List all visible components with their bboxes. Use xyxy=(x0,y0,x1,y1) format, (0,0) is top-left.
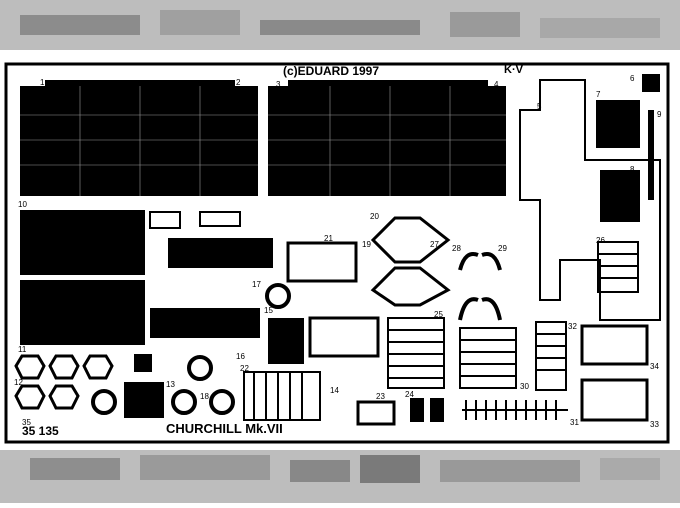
subject-title: CHURCHILL Mk.VII xyxy=(166,421,283,436)
part-number: 5 xyxy=(537,102,542,111)
part-strip-b xyxy=(150,308,260,338)
variant-label: K·V xyxy=(504,64,523,76)
part-number: 26 xyxy=(596,236,605,245)
part-17 xyxy=(199,211,241,227)
panel-3-4 xyxy=(268,80,506,196)
part-small-block xyxy=(134,354,152,372)
part-34 xyxy=(580,324,649,366)
part-number: 2 xyxy=(236,78,241,87)
blurred-bottom-strip xyxy=(0,450,680,503)
part-24a xyxy=(410,398,424,422)
part-strip-a xyxy=(168,238,273,268)
part-23 xyxy=(356,400,396,426)
part-27 xyxy=(370,216,451,307)
part-number: 18 xyxy=(200,392,209,401)
part-number: 7 xyxy=(596,90,601,99)
part-number: 28 xyxy=(452,244,461,253)
part-11 xyxy=(20,280,145,345)
blurred-top-strip xyxy=(0,0,680,50)
part-number: 9 xyxy=(657,110,662,119)
part-28-29 xyxy=(458,252,502,321)
part-number: 23 xyxy=(376,392,385,401)
part-8 xyxy=(600,170,640,222)
part-26-rack xyxy=(597,241,639,293)
part-number: 13 xyxy=(166,380,175,389)
part-number: 27 xyxy=(430,240,439,249)
part-number: 17 xyxy=(252,280,261,289)
part-21b xyxy=(308,316,380,358)
part-number: 35 xyxy=(22,418,31,427)
part-number: 31 xyxy=(570,418,579,427)
part-number: 29 xyxy=(498,244,507,253)
part-number: 8 xyxy=(630,165,635,174)
part-number: 21 xyxy=(324,234,333,243)
panel-1-2 xyxy=(20,80,258,196)
part-13 xyxy=(149,211,181,229)
part-24b xyxy=(430,398,444,422)
part-grid-block xyxy=(124,382,164,418)
part-21a xyxy=(286,241,358,283)
part-18-rings xyxy=(91,283,291,415)
part-25-grille xyxy=(387,317,445,389)
part-32-grille xyxy=(535,321,567,391)
part-number: 25 xyxy=(434,310,443,319)
part-number: 10 xyxy=(18,200,27,209)
part-number: 11 xyxy=(18,345,27,354)
part-5-frame xyxy=(519,79,661,321)
part-number: 19 xyxy=(362,240,371,249)
part-number: 30 xyxy=(520,382,529,391)
part-7 xyxy=(596,100,640,148)
part-9 xyxy=(648,110,654,200)
part-number: 16 xyxy=(236,352,245,361)
part-31-comb xyxy=(462,400,568,420)
part-6 xyxy=(642,74,660,92)
part-30-grille xyxy=(459,327,517,389)
part-23-ladder xyxy=(243,371,321,421)
part-number: 33 xyxy=(650,420,659,429)
part-number: 22 xyxy=(240,364,249,373)
part-number: 14 xyxy=(330,386,339,395)
copyright-label: (c)EDUARD 1997 xyxy=(283,64,380,78)
part-33 xyxy=(580,378,649,422)
part-number: 4 xyxy=(494,80,499,89)
part-number: 1 xyxy=(40,78,45,87)
part-10 xyxy=(20,210,145,275)
part-number: 15 xyxy=(264,306,273,315)
part-number: 34 xyxy=(650,362,659,371)
catalog-number: 35 135 xyxy=(22,424,59,438)
part-number: 12 xyxy=(14,378,23,387)
part-number: 3 xyxy=(276,80,281,89)
part-number: 6 xyxy=(630,74,635,83)
part-number: 24 xyxy=(405,390,414,399)
part-12-hex-plates xyxy=(14,354,114,410)
part-22 xyxy=(268,318,304,364)
part-number: 32 xyxy=(568,322,577,331)
part-number: 20 xyxy=(370,212,379,221)
